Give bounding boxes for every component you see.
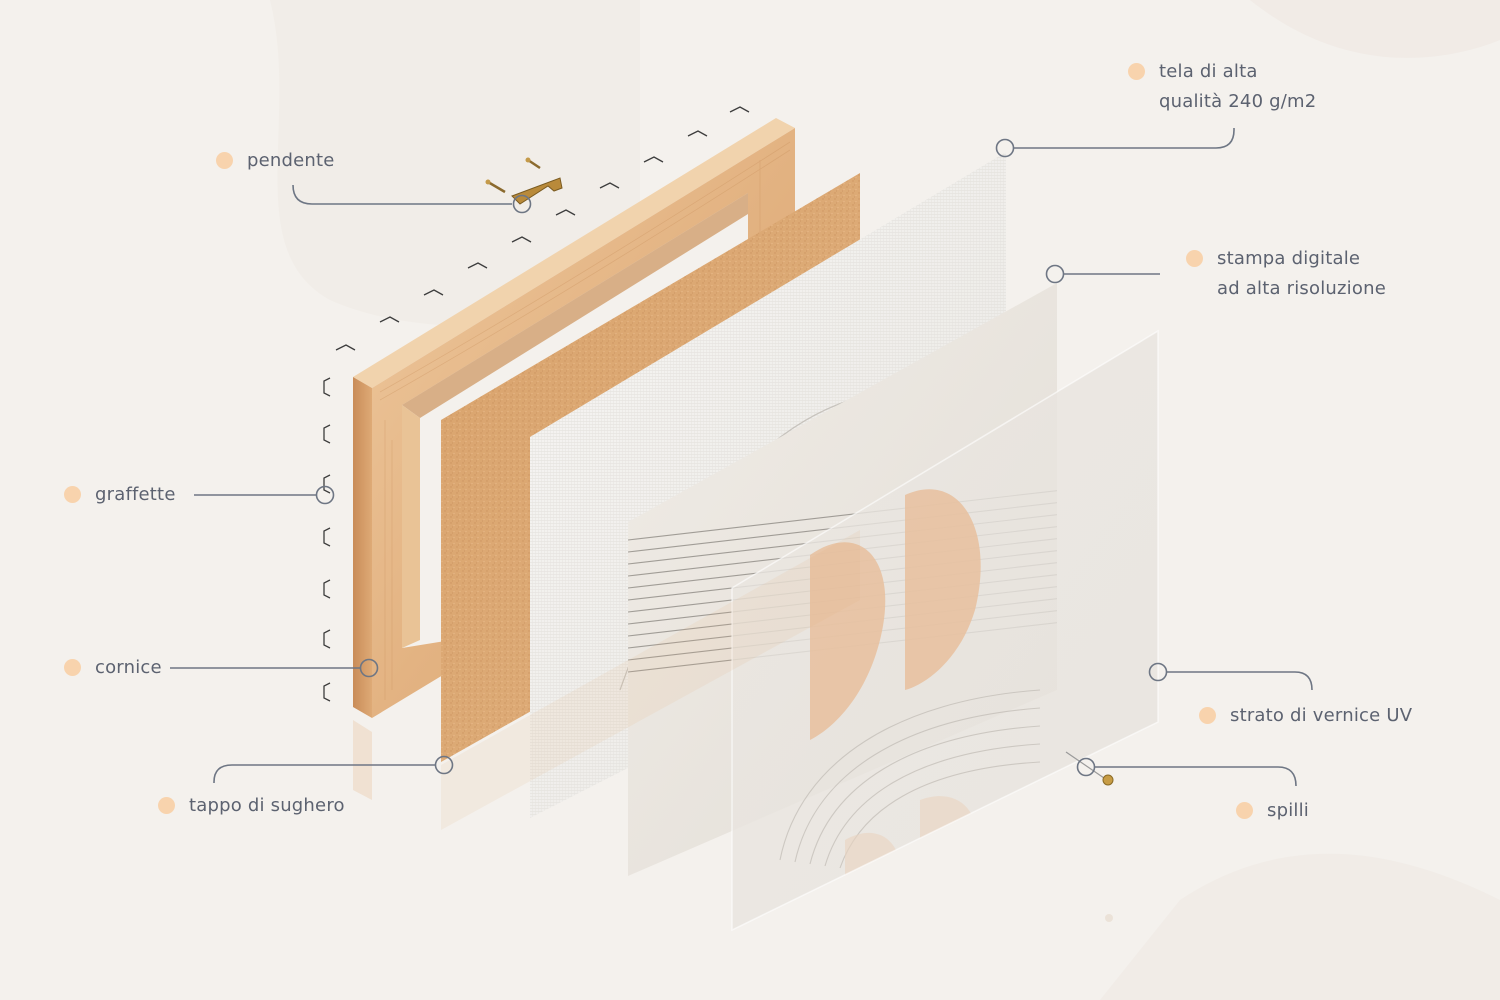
background-swoosh bbox=[1250, 0, 1500, 58]
leader-spilli bbox=[1095, 766, 1297, 787]
leader-lines bbox=[170, 128, 1313, 787]
marker-stampa bbox=[1045, 264, 1065, 284]
staple-icon bbox=[323, 527, 331, 547]
label-cornice: cornice bbox=[64, 653, 162, 683]
leader-tappo bbox=[213, 764, 435, 783]
staple-icon bbox=[643, 156, 664, 163]
leader-vernice bbox=[1167, 671, 1313, 691]
label-tela-line2: qualità 240 g/m2 bbox=[1159, 91, 1317, 112]
label-tela-line1: tela di alta bbox=[1159, 61, 1258, 82]
label-tappo: tappo di sughero bbox=[158, 791, 345, 821]
marker-vernice bbox=[1148, 662, 1168, 682]
label-stampa-line1: stampa digitale bbox=[1217, 248, 1361, 269]
staple-icon bbox=[687, 130, 708, 137]
floor-reflection bbox=[353, 530, 860, 830]
label-stampa: stampa digitale ad alta risoluzione bbox=[1186, 244, 1386, 304]
staple-icon bbox=[323, 629, 331, 649]
label-cornice-text: cornice bbox=[95, 657, 162, 678]
label-tela: tela di alta qualità 240 g/m2 bbox=[1128, 57, 1316, 117]
label-pendente-text: pendente bbox=[247, 150, 335, 171]
background-swoosh bbox=[1100, 853, 1500, 1000]
leader-pendente bbox=[292, 184, 512, 205]
leader-tela bbox=[1014, 128, 1235, 149]
bullet-dot bbox=[158, 797, 175, 814]
label-vernice-text: strato di vernice UV bbox=[1230, 705, 1413, 726]
label-pendente: pendente bbox=[216, 146, 335, 176]
staple-icon bbox=[599, 182, 620, 189]
staple-icon bbox=[467, 262, 488, 269]
label-graffette: graffette bbox=[64, 480, 176, 510]
label-stampa-line2: ad alta risoluzione bbox=[1217, 278, 1386, 299]
marker-tappo bbox=[434, 755, 454, 775]
staple-icon bbox=[323, 377, 331, 397]
marker-graffette bbox=[315, 485, 335, 505]
bullet-dot bbox=[216, 152, 233, 169]
staple-icon bbox=[335, 344, 356, 351]
staples bbox=[323, 106, 750, 702]
marker-cornice bbox=[359, 658, 379, 678]
label-spilli: spilli bbox=[1236, 796, 1309, 826]
background-swoosh bbox=[270, 0, 640, 327]
staple-icon bbox=[379, 316, 400, 323]
bullet-dot bbox=[1128, 63, 1145, 80]
staple-icon bbox=[423, 289, 444, 296]
marker-pendente bbox=[512, 194, 532, 214]
staple-icon bbox=[729, 106, 750, 113]
staple-icon bbox=[555, 209, 576, 216]
pin-icon bbox=[1065, 751, 1114, 922]
bullet-dot bbox=[64, 659, 81, 676]
marker-tela bbox=[995, 138, 1015, 158]
label-vernice: strato di vernice UV bbox=[1199, 701, 1412, 731]
staple-icon bbox=[323, 424, 331, 444]
bullet-dot bbox=[1199, 707, 1216, 724]
staple-icon bbox=[323, 474, 331, 494]
label-tappo-text: tappo di sughero bbox=[189, 795, 345, 816]
label-graffette-text: graffette bbox=[95, 484, 176, 505]
label-spilli-text: spilli bbox=[1267, 800, 1310, 821]
bullet-dot bbox=[1186, 250, 1203, 267]
staple-icon bbox=[323, 682, 331, 702]
bullet-dot bbox=[64, 486, 81, 503]
staple-icon bbox=[511, 236, 532, 243]
bullet-dot bbox=[1236, 802, 1253, 819]
staple-icon bbox=[323, 579, 331, 599]
hanger-icon bbox=[485, 157, 563, 205]
marker-spilli bbox=[1076, 757, 1096, 777]
